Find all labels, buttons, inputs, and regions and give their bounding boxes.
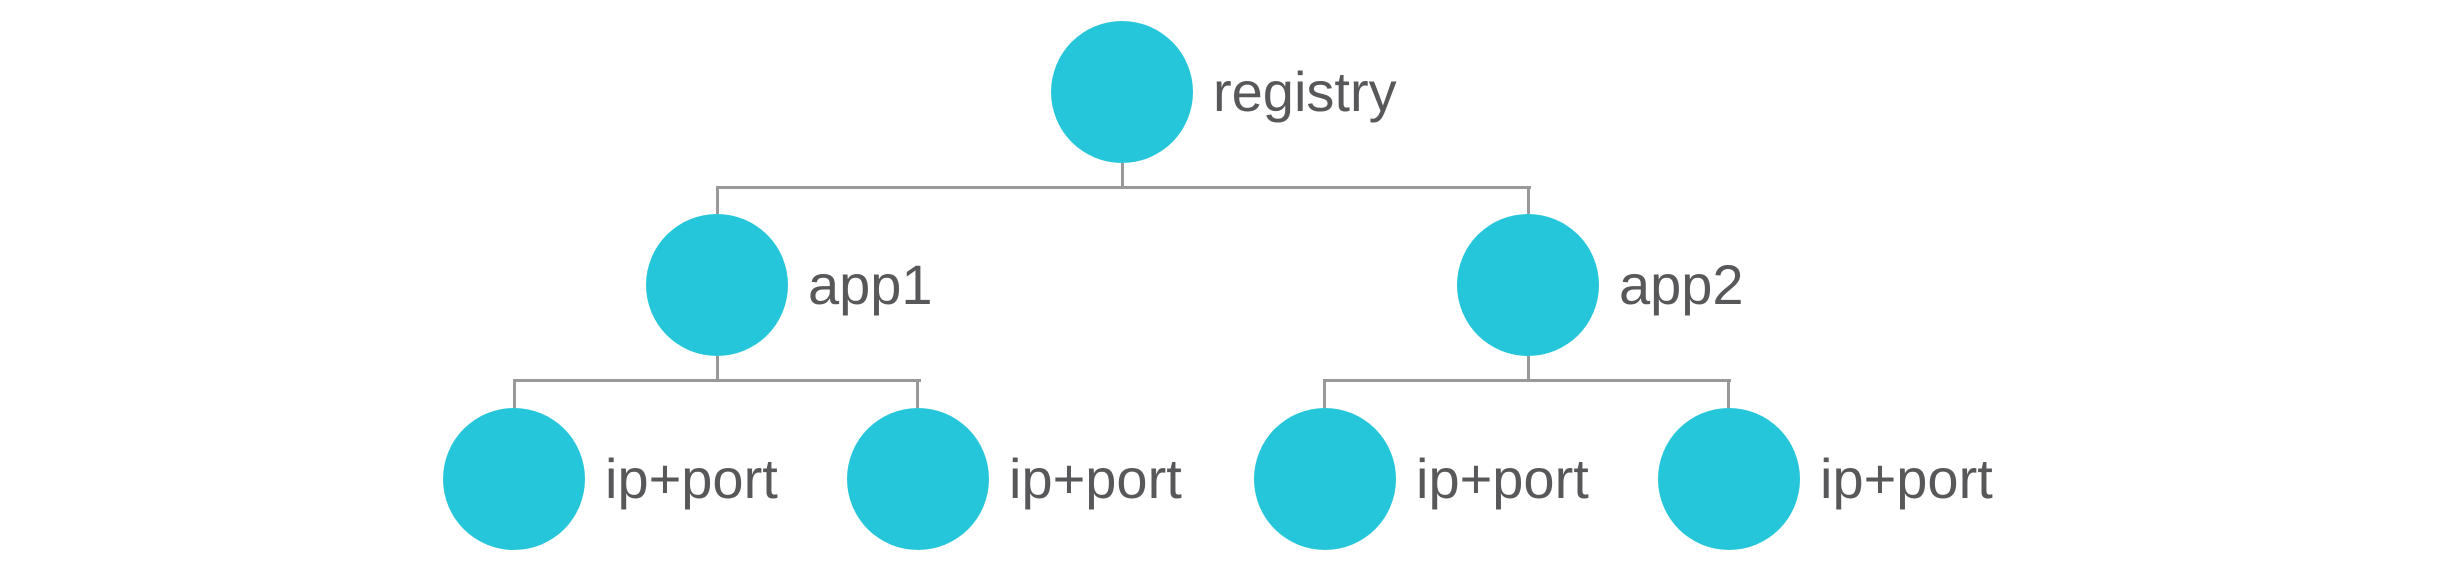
connector-app1-drop — [716, 186, 719, 214]
registry-node-circle — [1051, 21, 1193, 163]
connector-app2-children — [1323, 379, 1731, 382]
connector-registry-stub — [1121, 163, 1124, 188]
connector-registry-children — [716, 186, 1531, 189]
connector-ip2-drop — [916, 379, 919, 408]
app2-node-label: app2 — [1619, 253, 1744, 316]
connector-ip1-drop — [513, 379, 516, 408]
ip-port-3-node-label: ip+port — [1416, 447, 1589, 510]
connector-ip4-drop — [1727, 379, 1730, 408]
connector-app1-stub — [716, 356, 719, 382]
ip-port-1-node-label: ip+port — [605, 447, 778, 510]
ip-port-2-node-circle — [847, 408, 989, 550]
node-ip-port-4: ip+port — [1658, 408, 1993, 550]
node-app1: app1 — [646, 214, 933, 356]
node-app2: app2 — [1457, 214, 1744, 356]
ip-port-1-node-circle — [443, 408, 585, 550]
node-ip-port-2: ip+port — [847, 408, 1182, 550]
node-registry: registry — [1051, 21, 1397, 163]
registry-node-label: registry — [1213, 60, 1397, 123]
app2-node-circle — [1457, 214, 1599, 356]
node-ip-port-1: ip+port — [443, 408, 778, 550]
ip-port-3-node-circle — [1254, 408, 1396, 550]
ip-port-4-node-circle — [1658, 408, 1800, 550]
ip-port-2-node-label: ip+port — [1009, 447, 1182, 510]
connector-app1-children — [513, 379, 921, 382]
app1-node-label: app1 — [808, 253, 933, 316]
connector-app2-drop — [1527, 186, 1530, 214]
connector-app2-stub — [1527, 356, 1530, 382]
app1-node-circle — [646, 214, 788, 356]
connector-ip3-drop — [1323, 379, 1326, 408]
node-ip-port-3: ip+port — [1254, 408, 1589, 550]
ip-port-4-node-label: ip+port — [1820, 447, 1993, 510]
